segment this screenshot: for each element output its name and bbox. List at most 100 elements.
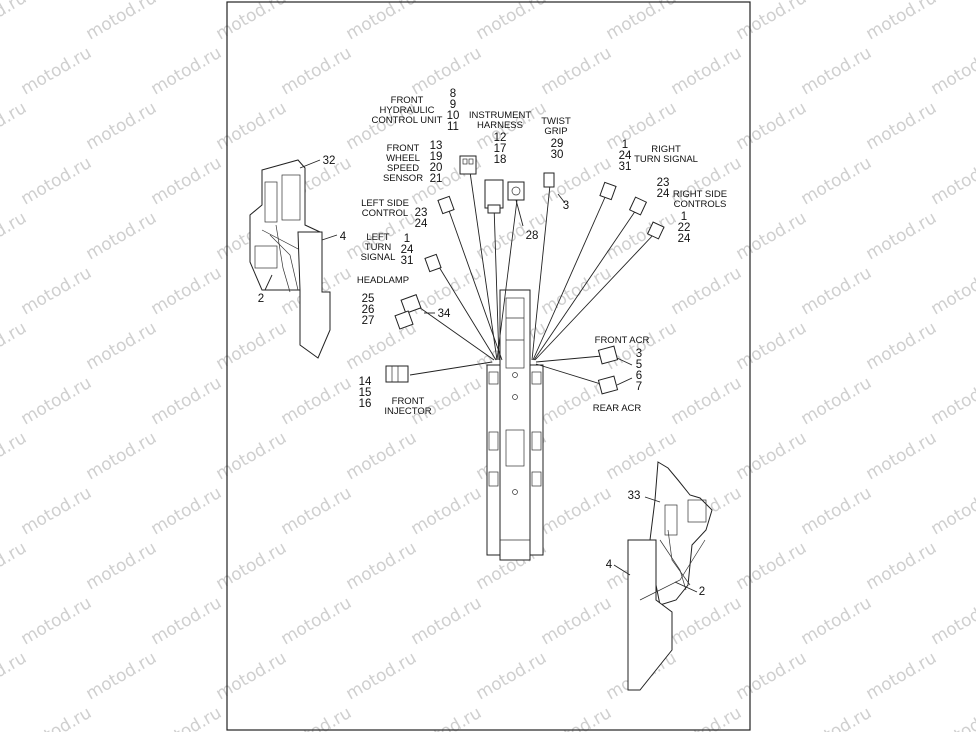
label-front-wheel-speed-sensor: SENSOR (383, 173, 423, 184)
watermark-text: motod.ru (733, 0, 811, 44)
watermark-text: motod.ru (798, 703, 876, 732)
label-left-turn-signal: SIGNAL (361, 252, 396, 263)
watermark-text: motod.ru (213, 0, 291, 44)
watermark-text: motod.ru (668, 703, 746, 732)
watermark-text: motod.ru (83, 318, 161, 374)
watermark-text: motod.ru (863, 648, 941, 704)
watermark-text: motod.ru (278, 373, 356, 429)
leader-lines (424, 193, 633, 386)
watermark-text: motod.ru (798, 593, 876, 649)
numbers-left-turn-signal: 24 (401, 244, 414, 256)
watermark-text: motod.ru (0, 318, 30, 374)
watermark-text: motod.ru (668, 43, 746, 99)
inset-right-detail (613, 461, 713, 691)
numbers-instrument-harness: 12 (494, 132, 507, 144)
label-front-injector: INJECTOR (384, 406, 431, 417)
watermark-text: motod.ru (18, 703, 96, 732)
watermark-text: motod.ru (343, 538, 421, 594)
watermark-text: motod.ru (928, 483, 976, 539)
numbers-front-wheel-speed-sensor: 21 (430, 173, 443, 185)
numbers-front-injector: 15 (359, 387, 372, 399)
watermark-text: motod.ru (18, 593, 96, 649)
numbers-front-wheel-speed-sensor: 19 (430, 151, 443, 163)
watermark-text: motod.ru (863, 98, 941, 154)
watermark-text: motod.ru (0, 0, 30, 44)
watermark-text: motod.ru (148, 593, 226, 649)
watermark-text: motod.ru (473, 648, 551, 704)
label-front-wheel-speed-sensor: SPEED (387, 163, 419, 174)
label-instrument-harness: INSTRUMENT (469, 110, 531, 121)
label-twist-grip: TWIST (541, 116, 571, 127)
watermark-text: motod.ru (0, 98, 30, 154)
numbers-right-side-controls-top: 24 (657, 188, 670, 200)
numbers-front-hcu: 11 (447, 121, 459, 133)
page-border (226, 1, 751, 731)
number-4-right: 4 (606, 559, 613, 571)
watermark-text: motod.ru (213, 648, 291, 704)
numbers-front-hcu: 8 (450, 88, 456, 100)
numbers-right-turn-signal: 24 (619, 150, 632, 162)
numbers-headlamp: 25 (362, 293, 375, 305)
numbers-front-wheel-speed-sensor: 20 (430, 162, 443, 174)
watermark-text: motod.ru (408, 703, 486, 732)
watermark-text: motod.ru (83, 0, 161, 44)
watermark-text: motod.ru (798, 263, 876, 319)
watermark-text: motod.ru (863, 208, 941, 264)
number-3: 3 (563, 200, 569, 212)
watermark-text: motod.ru (278, 703, 356, 732)
number-2-left: 2 (258, 293, 264, 305)
numbers-front-hcu: 10 (447, 110, 460, 122)
connector-instrument-harness (484, 179, 504, 214)
watermark-text: motod.ru (538, 483, 616, 539)
watermark-text: motod.ru (213, 318, 291, 374)
watermark-text: motod.ru (538, 593, 616, 649)
connector-twist-grip (543, 172, 555, 188)
watermark-text: motod.ru (798, 43, 876, 99)
watermark-text: motod.ru (18, 483, 96, 539)
label-front-acr: FRONT ACR (595, 335, 650, 346)
label-rear-acr: REAR ACR (593, 403, 642, 414)
numbers-left-side-control: 23 (415, 207, 428, 219)
numbers-left-side-control: 24 (415, 218, 428, 230)
watermark-text: motod.ru (278, 43, 356, 99)
numbers-twist-grip: 29 (551, 138, 564, 150)
watermark-text: motod.ru (148, 263, 226, 319)
connector-front-injector (385, 365, 409, 383)
watermark-text: motod.ru (83, 98, 161, 154)
watermark-text: motod.ru (278, 483, 356, 539)
label-front-hcu: CONTROL UNIT (372, 115, 443, 126)
numbers-right-side-controls: 24 (678, 233, 691, 245)
label-front-wheel-speed-sensor: FRONT (387, 143, 420, 154)
watermark-text: motod.ru (928, 43, 976, 99)
label-right-turn-signal: TURN SIGNAL (634, 154, 698, 165)
watermark-text: motod.ru (18, 263, 96, 319)
watermark-text: motod.ru (83, 538, 161, 594)
watermark-text: motod.ru (18, 43, 96, 99)
watermark-text: motod.ru (473, 0, 551, 44)
connector-right-turn-signal (599, 181, 617, 201)
connector-right-controls-a (628, 196, 648, 216)
connector-rear-acr (597, 375, 619, 395)
numbers-front-wheel-speed-sensor: 13 (430, 140, 443, 152)
number-33: 33 (628, 490, 641, 502)
connector-front-hcu (459, 155, 477, 175)
number-2-right: 2 (699, 586, 705, 598)
watermark-text: motod.ru (798, 153, 876, 209)
watermark-text: motod.ru (668, 263, 746, 319)
label-right-side-controls: RIGHT SIDE (673, 189, 727, 200)
numbers-front-hcu: 9 (450, 99, 456, 111)
numbers-right-turn-signal: 1 (622, 139, 628, 151)
label-left-side-control: LEFT SIDE (361, 198, 409, 209)
frame-backbone (486, 289, 544, 561)
numbers-right-side-controls-top: 23 (657, 177, 670, 189)
watermark-text: motod.ru (863, 318, 941, 374)
watermark-text: motod.ru (343, 428, 421, 484)
watermark-text: motod.ru (0, 428, 30, 484)
watermark-text: motod.ru (408, 593, 486, 649)
watermark-text: motod.ru (798, 373, 876, 429)
watermark-text: motod.ru (83, 648, 161, 704)
watermark-text: motod.ru (83, 428, 161, 484)
connector-left-turn-signal (424, 253, 442, 273)
